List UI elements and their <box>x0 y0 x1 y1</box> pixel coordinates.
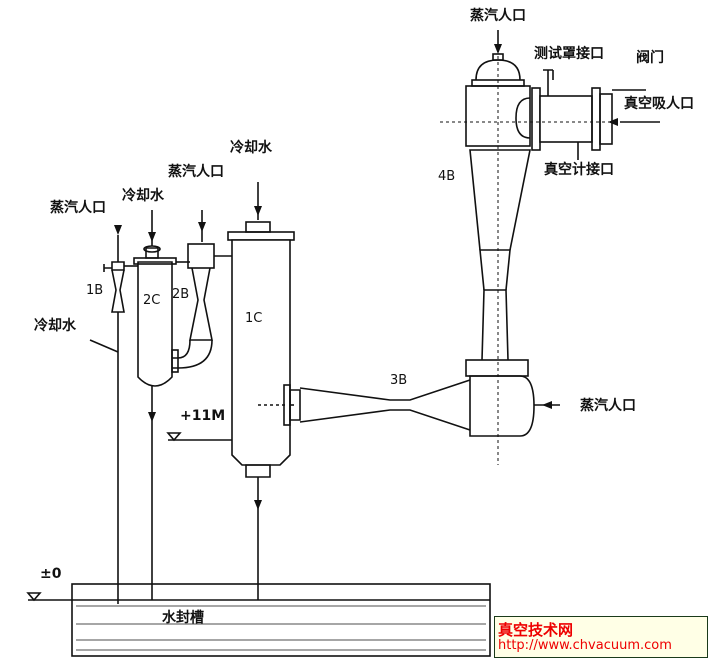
ejector-1b <box>89 235 138 604</box>
label-test-cover-port: 测试罩接口 <box>534 46 604 62</box>
ejector-4b <box>440 30 660 465</box>
label-level-11m: +11M <box>180 408 226 424</box>
tag-1c: 1C <box>245 311 263 326</box>
label-cooling-water-1c: 冷却水 <box>230 140 272 156</box>
tag-3b: 3B <box>390 373 408 388</box>
level-mark-0 <box>26 592 72 602</box>
label-cooling-water-1b: 冷却水 <box>34 318 76 334</box>
ejector-2b <box>171 210 232 373</box>
watermark: 真空技术网 http://www.chvacuum.com <box>494 616 708 658</box>
label-level-0: ±0 <box>40 566 62 582</box>
watermark-url: http://www.chvacuum.com <box>498 638 672 653</box>
label-steam-inlet-2b: 蒸汽人口 <box>168 164 224 180</box>
ejector-3b <box>258 375 560 437</box>
label-water-seal-tank: 水封槽 <box>162 610 204 626</box>
label-vacuum-gauge-port: 真空计接口 <box>544 162 614 178</box>
water-seal-tank <box>71 583 491 657</box>
label-steam-inlet-3b: 蒸汽人口 <box>580 398 636 414</box>
condenser-1c <box>227 182 295 600</box>
label-steam-inlet-4b: 蒸汽人口 <box>470 8 526 24</box>
label-valve: 阀门 <box>636 50 664 66</box>
label-cooling-water-2c: 冷却水 <box>122 188 164 204</box>
tag-2b: 2B <box>172 287 190 302</box>
level-mark-11m <box>166 432 232 442</box>
watermark-title: 真空技术网 <box>498 621 574 639</box>
label-vacuum-suction-inlet: 真空吸人口 <box>624 96 694 112</box>
tag-4b: 4B <box>438 169 456 184</box>
label-steam-inlet-1b: 蒸汽人口 <box>50 200 106 216</box>
condenser-2c <box>133 210 190 600</box>
arrows <box>114 44 618 510</box>
tag-1b: 1B <box>86 283 104 298</box>
tag-2c: 2C <box>143 293 161 308</box>
